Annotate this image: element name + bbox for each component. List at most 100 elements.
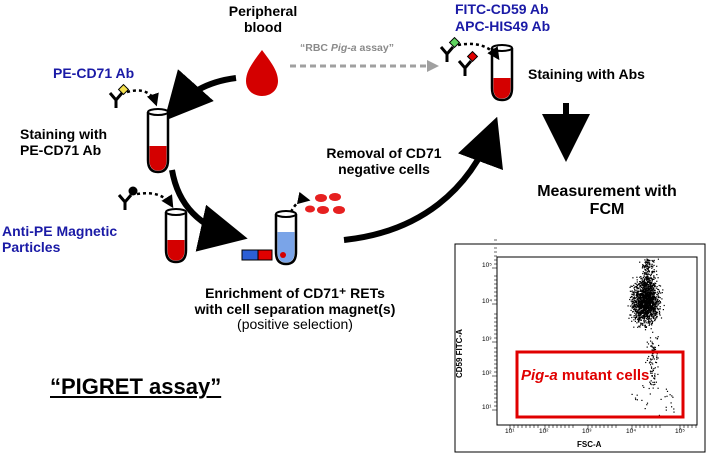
scatter-point	[652, 303, 654, 305]
scatter-point	[652, 305, 654, 307]
scatter-point	[638, 321, 640, 323]
scatter-point	[651, 298, 653, 300]
scatter-point	[642, 273, 644, 275]
scatter-point	[635, 313, 637, 315]
scatter-point	[653, 348, 655, 350]
scatter-point	[639, 261, 641, 263]
scatter-point	[631, 303, 633, 305]
scatter-point	[632, 292, 634, 294]
x-tick-label: 10⁵	[675, 428, 685, 435]
test-tube-icon-enrichment	[274, 191, 311, 266]
scatter-point	[645, 361, 647, 364]
scatter-point	[643, 318, 645, 320]
scatter-point	[646, 284, 648, 286]
scatter-point	[644, 292, 646, 294]
scatter-point	[629, 314, 631, 316]
pigret-assay-title: “PIGRET assay”	[50, 374, 222, 399]
scatter-point	[641, 280, 643, 282]
scatter-point	[636, 293, 638, 295]
scatter-point	[646, 311, 648, 313]
scatter-point	[653, 261, 655, 263]
scatter-point	[647, 312, 649, 315]
scatter-point	[648, 311, 651, 313]
scatter-point	[635, 304, 637, 306]
scatter-point	[645, 314, 647, 316]
scatter-point	[651, 312, 653, 314]
scatter-point	[643, 305, 645, 307]
scatter-point	[639, 276, 641, 278]
scatter-point	[654, 285, 656, 287]
scatter-point	[653, 276, 655, 278]
scatter-point	[658, 414, 660, 416]
scatter-point	[630, 314, 632, 316]
scatter-point	[635, 301, 638, 303]
scatter-point	[634, 302, 636, 304]
scatter-point	[639, 283, 641, 285]
scatter-point	[636, 285, 639, 287]
scatter-point	[648, 315, 650, 318]
scatter-point	[650, 314, 652, 316]
scatter-point	[654, 299, 656, 301]
scatter-point	[647, 289, 649, 291]
scatter-point	[652, 343, 654, 345]
scatter-point	[657, 258, 659, 260]
scatter-point	[644, 284, 646, 286]
scatter-point	[644, 320, 646, 322]
scatter-point	[657, 387, 659, 389]
scatter-point	[648, 320, 650, 322]
scatter-point	[657, 288, 659, 290]
scatter-point	[650, 318, 652, 320]
scatter-point	[642, 291, 645, 293]
scatter-point	[653, 346, 655, 348]
scatter-point	[644, 261, 646, 263]
scatter-point	[653, 309, 655, 311]
scatter-point	[651, 358, 653, 360]
scatter-point	[649, 292, 651, 294]
scatter-point	[635, 315, 638, 317]
scatter-point	[647, 295, 649, 297]
scatter-point	[639, 285, 641, 287]
scatter-point	[646, 308, 648, 310]
scatter-point	[632, 306, 634, 308]
scatter-point	[666, 390, 669, 392]
scatter-point	[635, 300, 637, 302]
scatter-point	[653, 297, 655, 299]
scatter-point	[654, 300, 656, 302]
scatter-point	[647, 321, 649, 323]
scatter-point	[650, 345, 652, 347]
scatter-point	[637, 302, 639, 305]
peripheral-blood-line1: Peripheral	[228, 3, 298, 19]
scatter-point	[645, 284, 647, 286]
scatter-point	[646, 277, 648, 279]
scatter-point	[646, 315, 649, 317]
scatter-point	[658, 290, 660, 292]
scatter-point	[648, 355, 650, 358]
y-tick-label: 10³	[482, 336, 492, 343]
scatter-point	[657, 293, 659, 295]
scatter-point	[646, 288, 648, 290]
scatter-point	[639, 281, 641, 283]
scatter-point	[633, 287, 635, 289]
scatter-point	[648, 296, 650, 298]
scatter-point	[646, 346, 648, 348]
scatter-point	[638, 290, 640, 292]
scatter-point	[654, 303, 656, 305]
scatter-point	[644, 313, 647, 315]
scatter-point	[634, 320, 636, 322]
scatter-point	[654, 311, 656, 313]
measurement-line2: FCM	[589, 200, 625, 218]
scatter-point	[652, 309, 654, 311]
scatter-point	[647, 311, 649, 313]
scatter-point	[644, 300, 646, 302]
scatter-point	[650, 301, 652, 303]
scatter-point	[650, 283, 652, 285]
scatter-point	[652, 357, 654, 359]
scatter-point	[638, 313, 641, 315]
scatter-point	[640, 302, 642, 304]
scatter-point	[631, 320, 633, 322]
scatter-point	[645, 318, 647, 320]
scatter-point	[644, 306, 646, 308]
scatter-point	[643, 267, 645, 269]
scatter-point	[658, 344, 660, 347]
scatter-point	[653, 287, 655, 289]
